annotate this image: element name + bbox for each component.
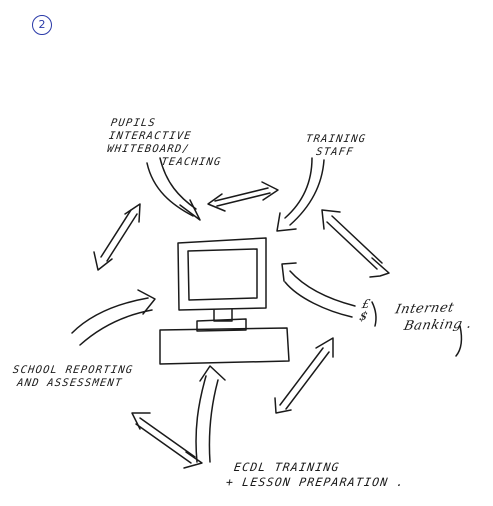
school-line-2: AND ASSESSMENT — [16, 377, 124, 389]
pupils-line-3: WHITEBOARD/ — [106, 143, 191, 155]
pupils-training-double-arrow — [207, 181, 279, 212]
ecdl-line-1: ECDL TRAINING — [233, 460, 341, 474]
internet-bracket-right — [455, 325, 463, 357]
pupils-line-4: TEACHING — [160, 156, 223, 168]
page-number: 2 — [32, 15, 52, 35]
ecdl-label: ECDL TRAINING + LESSON PREPARATION . — [225, 460, 408, 490]
internet-banking-label: Internet Banking . — [390, 299, 477, 336]
training-line-1: TRAINING — [305, 133, 368, 145]
internet-bracket — [371, 301, 377, 327]
pupils-label: PUPILS INTERACTIVE WHITEBOARD/ TEACHING — [104, 117, 227, 169]
school-line-1: SCHOOL REPORTING — [12, 364, 135, 376]
training-to-computer-arrow — [276, 157, 325, 232]
ecdl-to-computer-arrow — [195, 365, 226, 463]
training-internet-double-arrow — [321, 209, 390, 278]
internet-to-computer-arrow — [281, 262, 356, 318]
ecdl-internet-double-arrow — [274, 337, 334, 414]
pupils-line-2: INTERACTIVE — [108, 130, 193, 142]
school-to-computer-arrow — [71, 289, 156, 346]
training-staff-label: TRAINING STAFF — [303, 133, 367, 159]
ecdl-line-2: + LESSON PREPARATION . — [225, 475, 406, 489]
computer-icon — [159, 237, 290, 365]
internet-line-2: Banking . — [402, 316, 474, 334]
pupils-school-double-arrow — [93, 203, 141, 271]
pupils-to-computer-arrow — [146, 157, 201, 221]
school-ecdl-double-arrow — [131, 412, 203, 469]
school-reporting-label: SCHOOL REPORTING AND ASSESSMENT — [10, 364, 134, 390]
training-line-2: STAFF — [315, 146, 355, 158]
pupils-line-1: PUPILS — [109, 117, 157, 129]
